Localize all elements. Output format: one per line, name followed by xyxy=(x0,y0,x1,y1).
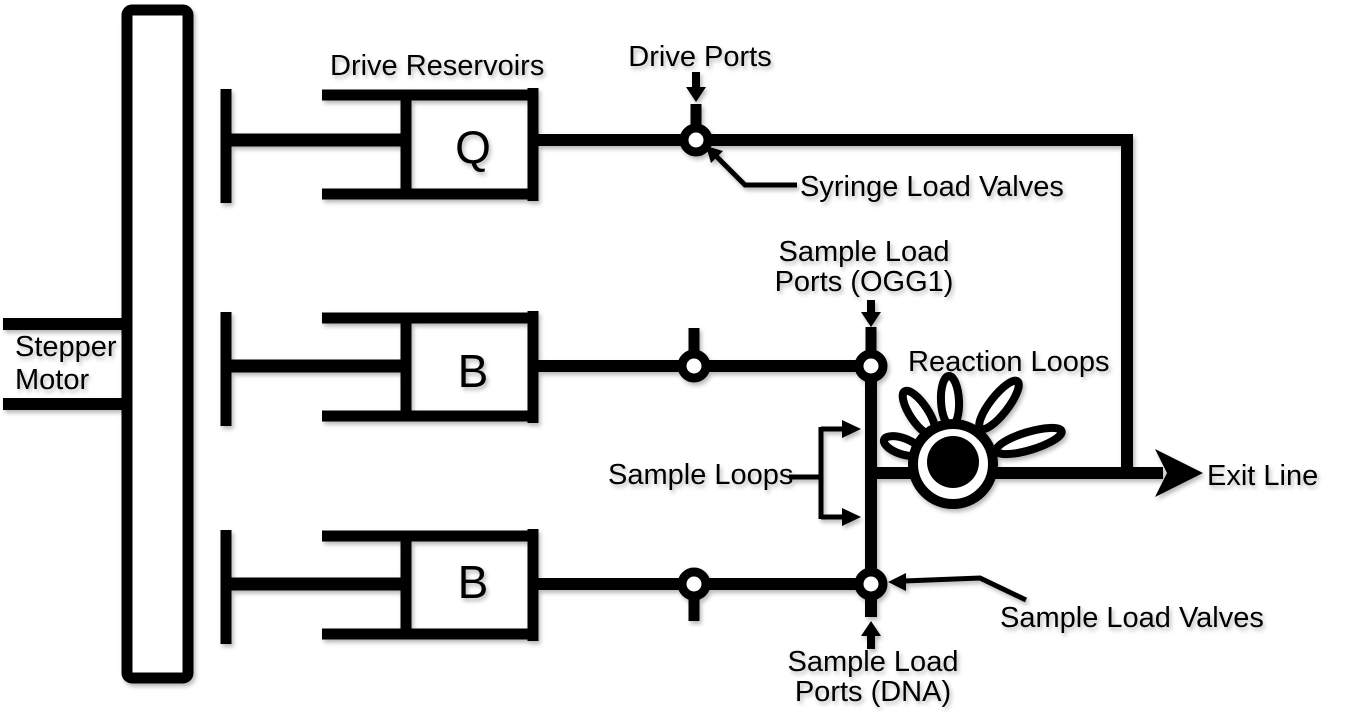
syringe-load-valve-top xyxy=(679,123,713,157)
syringe-load-valves-label: Syringe Load Valves xyxy=(800,171,1064,203)
sample-load-ports-ogg1-label-line2: Ports (OGG1) xyxy=(775,266,954,298)
reaction-loop-petal-3 xyxy=(936,372,964,430)
valves xyxy=(677,104,888,621)
dna-port-arrow-icon xyxy=(861,621,881,636)
sample-load-valve-ogg1 xyxy=(854,349,888,383)
reservoir-q-label: Q xyxy=(455,121,491,173)
stepper-motor-label-line1: Stepper xyxy=(15,331,117,363)
syringe-load-valves-leader xyxy=(713,153,797,188)
syringe-load-valves-arrow-icon xyxy=(706,146,723,163)
sample-loops-arrow-bottom-icon xyxy=(842,508,861,526)
drive-line xyxy=(533,134,1133,473)
sample-load-valves-arrow-icon xyxy=(888,573,906,591)
syringe-load-valve-bottom xyxy=(677,567,711,601)
syringe-q: Q xyxy=(220,88,539,203)
callouts xyxy=(706,146,1028,603)
pusher-block xyxy=(121,4,194,684)
syringe-load-valve-middle xyxy=(677,349,711,383)
drive-ports-label: Drive Ports xyxy=(628,41,771,73)
sample-load-ports-ogg1-label-line1: Sample Load xyxy=(779,236,950,268)
sample-loops-label: Sample Loops xyxy=(608,459,793,491)
port-arrows xyxy=(686,72,881,649)
drive-reservoirs-label: Drive Reservoirs xyxy=(330,50,544,82)
syringe-b-bottom: B xyxy=(220,529,539,644)
sample-loops-arrow-top-icon xyxy=(842,420,861,438)
reaction-loop-core xyxy=(927,436,979,488)
reservoir-b-bottom-label: B xyxy=(458,556,489,608)
stepper-motor-label-line2: Motor xyxy=(15,364,89,396)
sample-load-valve-dna xyxy=(854,567,888,601)
reaction-loops-label: Reaction Loops xyxy=(908,346,1110,378)
sample-load-ports-dna-label-line2: Ports (DNA) xyxy=(795,676,951,708)
stepper-motor-assembly xyxy=(3,4,194,684)
exit-line-label: Exit Line xyxy=(1207,460,1318,492)
reaction-loop-rotor xyxy=(879,372,1066,509)
sample-load-valves-leader xyxy=(903,575,1028,603)
sample-load-ports-dna-label-line1: Sample Load xyxy=(788,646,959,678)
exit-arrowhead-icon xyxy=(1155,449,1203,497)
sample-load-valves-label: Sample Load Valves xyxy=(1000,602,1264,634)
syringe-b-middle: B xyxy=(220,311,539,426)
reservoir-b-middle-label: B xyxy=(458,345,489,397)
ogg1-port-arrow-icon xyxy=(861,312,881,327)
text-labels: Drive Reservoirs Drive Ports Syringe Loa… xyxy=(330,41,1318,708)
reaction-loop-petal-5 xyxy=(992,423,1066,459)
reaction-loop-petal-4 xyxy=(975,376,1023,434)
drive-port-arrow-icon xyxy=(686,87,706,102)
